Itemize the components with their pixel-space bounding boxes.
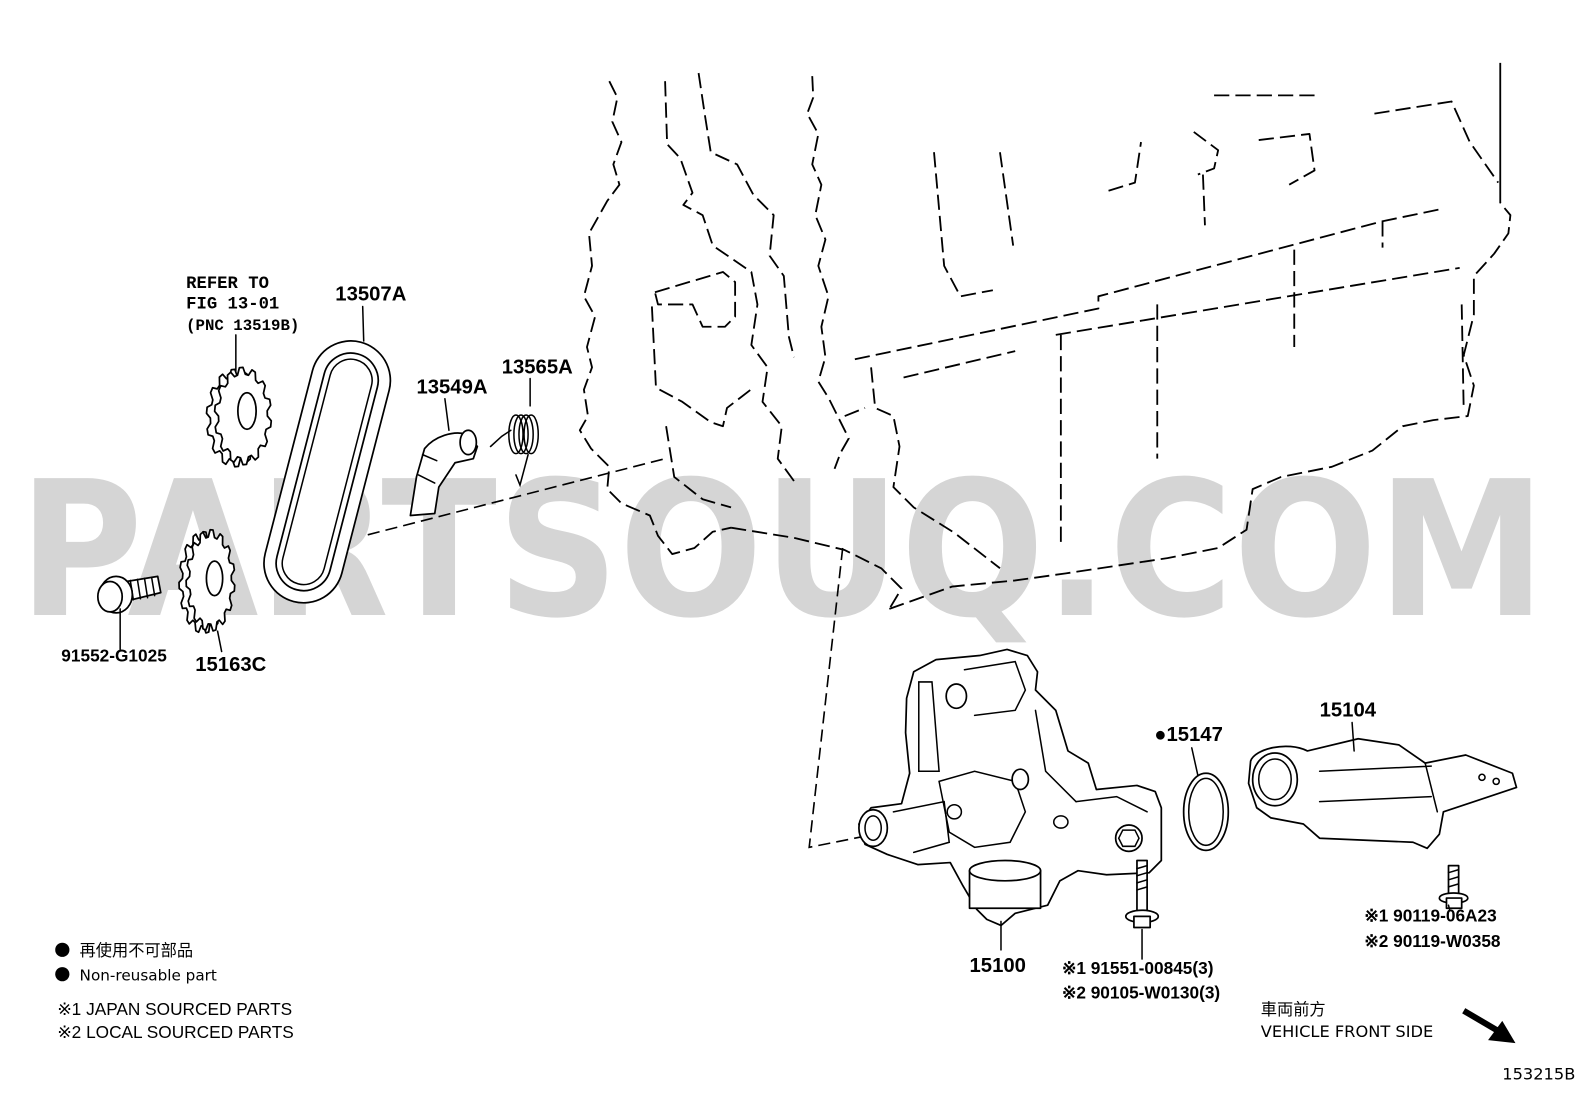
callout-drive-sprocket[interactable]: 15163C	[195, 654, 266, 676]
legend-bullet-icon	[55, 967, 70, 982]
chain-assembly-leader	[367, 457, 666, 536]
reference-note-line1: REFER TO	[186, 275, 269, 294]
figure-id: 153215B	[1502, 1065, 1575, 1084]
o-ring	[1182, 772, 1230, 852]
legend-note-2: ※2 LOCAL SOURCED PARTS	[57, 1022, 294, 1042]
oil-pump-assembly-leader	[808, 547, 876, 849]
callout-pump-bolt-1[interactable]: ※1 91551-00845(3)	[1062, 958, 1214, 978]
callout-leaders	[119, 305, 1451, 960]
legend-non-reusable-jp: 再使用不可部品	[80, 941, 194, 960]
legend-non-reusable-en: Non-reusable part	[80, 966, 217, 984]
timing-chain	[263, 340, 392, 604]
callout-tensioner-arm[interactable]: 13549A	[416, 377, 487, 399]
reference-note-line2: FIG 13-01	[186, 295, 279, 314]
callout-sprocket-bolt[interactable]: 91552-G1025	[61, 646, 167, 666]
direction-label-jp: 車両前方	[1261, 1000, 1326, 1019]
callout-strainer-bolt-2[interactable]: ※2 90119-W0358	[1364, 931, 1501, 951]
callout-pump-bolt-2[interactable]: ※2 90105-W0130(3)	[1062, 983, 1220, 1003]
legend-note-1: ※1 JAPAN SOURCED PARTS	[57, 999, 292, 1019]
engine-block-outline	[578, 62, 1512, 610]
callout-strainer-bolt-1[interactable]: ※1 90119-06A23	[1364, 905, 1496, 925]
callout-strainer[interactable]: 15104	[1320, 699, 1377, 721]
callout-chain[interactable]: 13507A	[335, 283, 406, 305]
watermark: PARTSOUQ.COM	[19, 442, 1546, 660]
oil-pump	[858, 648, 1163, 927]
direction-label-en: VEHICLE FRONT SIDE	[1261, 1022, 1433, 1041]
tensioner-spring	[489, 414, 540, 488]
callout-tensioner-spring[interactable]: 13565A	[502, 356, 573, 378]
idler-sprocket	[205, 366, 273, 468]
oil-strainer	[1247, 737, 1518, 850]
drive-sprocket	[178, 528, 236, 634]
legend-bullet-icon	[55, 942, 70, 957]
sprocket-bolt	[96, 575, 162, 614]
strainer-bolt	[1438, 864, 1469, 910]
arrow-down-right-icon	[1462, 1008, 1516, 1044]
chain-tensioner-arm	[409, 429, 479, 517]
reference-note-line3: (PNC 13519B)	[186, 317, 299, 335]
oil-pump-bolt	[1124, 859, 1160, 929]
callout-o-ring[interactable]: ●15147	[1154, 724, 1223, 746]
callout-oil-pump[interactable]: 15100	[970, 955, 1026, 977]
